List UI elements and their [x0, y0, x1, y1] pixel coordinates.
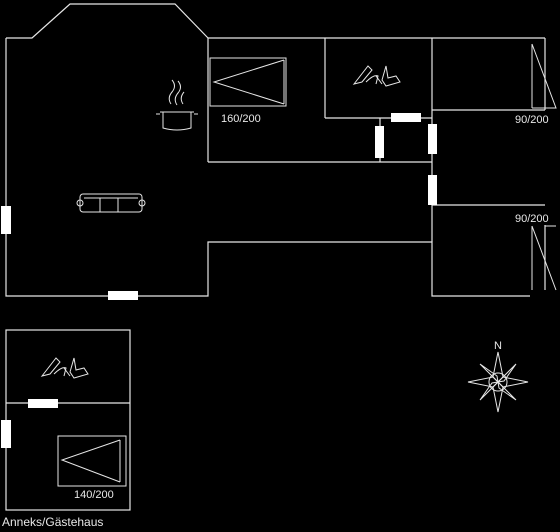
annex-doors	[1, 399, 58, 448]
door-annex-west	[1, 420, 11, 448]
bed-right-upper	[531, 43, 557, 109]
annex-walls	[5, 329, 131, 511]
bed-size-label-main: 160/200	[221, 113, 261, 125]
door-hall-left	[375, 126, 384, 158]
bed-annex	[57, 435, 127, 487]
door-bedroom-lower	[428, 175, 437, 205]
doors	[1, 113, 437, 300]
door-annex-inner	[28, 399, 58, 408]
compass-north-label: N	[494, 340, 502, 352]
shower-icon	[40, 357, 89, 379]
main-house-walls	[5, 3, 546, 297]
bed-size-label-annex: 140/200	[74, 489, 114, 501]
door-living-west	[1, 206, 11, 234]
bed-size-label-right-upper: 90/200	[515, 114, 549, 126]
shower-icon	[352, 65, 401, 87]
interior-walls	[207, 38, 545, 242]
sofa-icon	[76, 193, 146, 213]
door-living-south	[108, 291, 138, 300]
annex-title: Anneks/Gästehaus	[2, 515, 103, 529]
bed-main	[209, 57, 287, 107]
bed-size-label-right-lower: 90/200	[515, 213, 549, 225]
door-bedroom-upper	[428, 124, 437, 154]
cooking-pot-icon	[156, 79, 198, 131]
bed-right-lower	[531, 225, 557, 291]
door-bathroom	[391, 113, 421, 122]
compass-rose-icon	[467, 351, 529, 413]
